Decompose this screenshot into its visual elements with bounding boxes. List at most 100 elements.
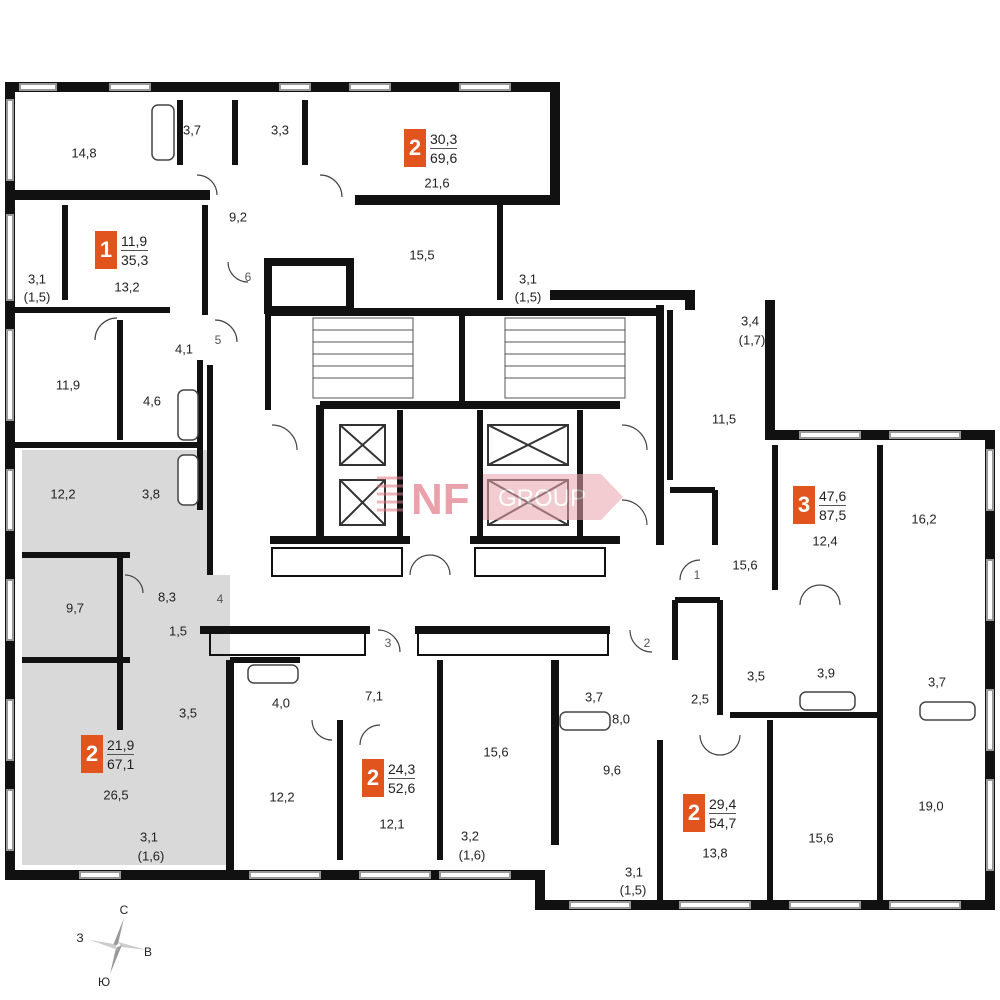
room-area: 9,7 [65,600,85,616]
room-area: 15,5 [409,247,435,263]
windows [6,83,994,909]
room-area: 3,7 [182,122,202,138]
room-area: 11,5 [711,411,737,427]
room-area: 21,6 [424,175,450,191]
total-area: 69,6 [430,147,458,166]
room-area: 14,8 [71,145,97,161]
room-area: 12,2 [269,789,295,805]
living-area: 11,9 [121,232,148,249]
room-area: 3,7 [927,674,947,690]
room-area: 8,3 [157,589,177,605]
stairs [312,317,626,399]
room-area: 3,2 [460,828,480,844]
room-area: (1,5) [23,289,51,305]
room-area: (1,5) [514,289,542,305]
room-area: 3,1 [518,271,538,287]
apartment-areas: 24,3 52,6 [384,759,416,797]
door-number: 5 [214,333,222,347]
room-area: 3,4 [740,313,760,329]
room-area: (1,7) [738,332,766,348]
room-area: 1,5 [168,623,188,639]
room-area: 2,5 [690,691,710,707]
room-area: 15,6 [483,744,509,760]
compass-west: З [76,931,84,945]
apartment-areas: 30,3 69,6 [426,129,458,167]
total-area: 54,7 [709,812,737,831]
room-area: 19,0 [918,798,944,814]
door-swings [94,174,841,756]
living-area: 47,6 [819,487,847,504]
compass-star-icon [90,918,147,974]
room-area: 15,6 [808,830,834,846]
compass-rose: С В Ю З [72,900,162,990]
shafts [209,547,609,656]
door-number: 4 [216,592,224,606]
room-area: 3,9 [816,665,836,681]
living-area: 29,4 [709,795,737,812]
total-area: 35,3 [121,249,149,268]
total-area: 67,1 [107,753,135,772]
logo-arrow [483,474,623,520]
living-area: 30,3 [430,130,458,147]
room-area: 3,8 [141,486,161,502]
total-area: 52,6 [388,777,416,796]
room-area: 3,1 [624,864,644,880]
apartment-areas: 47,6 87,5 [815,486,847,524]
door-number: 2 [643,636,651,650]
apartment-badge[interactable]: 2 24,3 52,6 [362,759,416,797]
room-count: 2 [404,129,426,167]
room-area: 4,0 [271,695,291,711]
room-count: 2 [683,794,705,832]
door-number: 1 [693,568,701,582]
room-area: 13,2 [114,279,140,295]
room-count: 2 [81,735,103,773]
room-area: 9,6 [602,762,622,778]
room-count: 1 [95,231,117,269]
logo-brand: NF [411,475,470,522]
room-area: 11,9 [55,377,81,393]
room-area: (1,6) [458,847,486,863]
nf-group-logo: NF GROUP [377,474,623,522]
room-area: 3,1 [139,829,159,845]
apartment-areas: 11,9 35,3 [117,231,149,269]
room-area: 12,4 [812,533,838,549]
apartment-badge[interactable]: 2 29,4 54,7 [683,794,737,832]
room-area: 3,7 [584,689,604,705]
apartment-badge[interactable]: 1 11,9 35,3 [95,231,149,269]
room-area: 26,5 [103,787,129,803]
room-area: 16,2 [911,511,937,527]
room-area: 7,1 [364,688,384,704]
logo-suffix: GROUP [498,485,586,512]
apartment-badge[interactable]: 2 21,9 67,1 [81,735,135,773]
room-area: 3,1 [27,271,47,287]
compass-east: В [143,945,153,959]
room-area: 12,2 [50,486,76,502]
apartment-badge[interactable]: 3 47,6 87,5 [793,486,847,524]
room-area: 15,6 [732,557,758,573]
apartment-areas: 29,4 54,7 [705,794,737,832]
room-area: (1,6) [137,848,165,864]
room-area: 4,1 [174,341,194,357]
logo-emblem [377,476,403,512]
door-number: 3 [384,636,392,650]
room-area: 9,2 [228,209,248,225]
apartment-badge[interactable]: 2 30,3 69,6 [404,129,458,167]
room-area: 3,5 [178,705,198,721]
living-area: 21,9 [107,736,135,753]
room-area: 3,3 [270,122,290,138]
room-count: 3 [793,486,815,524]
door-number: 6 [244,270,252,284]
room-area: (1,5) [619,882,647,898]
compass-south: Ю [97,975,111,989]
bathtubs [151,104,976,731]
room-area: 13,8 [702,845,728,861]
total-area: 87,5 [819,504,847,523]
living-area: 24,3 [388,760,416,777]
room-area: 4,6 [142,393,162,409]
apartment-areas: 21,9 67,1 [103,735,135,773]
compass-north: С [119,903,129,917]
room-count: 2 [362,759,384,797]
room-area: 12,1 [379,816,405,832]
room-area: 3,5 [746,668,766,684]
room-area: 8,0 [611,711,631,727]
